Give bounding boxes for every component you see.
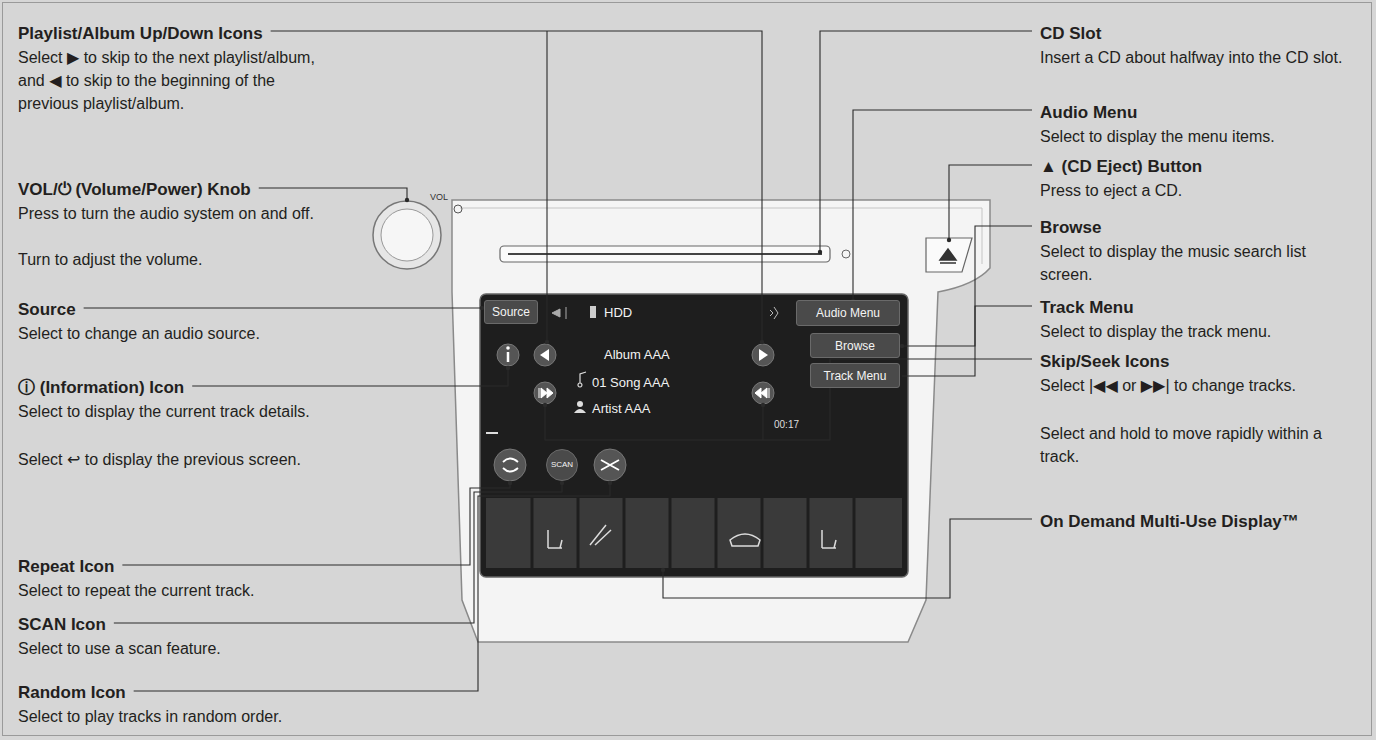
leader-line	[820, 31, 1032, 252]
callout-heading: Source	[18, 298, 76, 321]
leader-line	[271, 31, 762, 342]
callout-text: Select to display the music search list …	[1040, 240, 1355, 286]
indicator	[842, 250, 850, 258]
button-label: Track Menu	[824, 369, 887, 383]
button-label: SCAN	[551, 458, 573, 472]
callout-text: Press to turn the audio system on and of…	[18, 202, 318, 225]
callout-text: Select to use a scan feature.	[18, 637, 338, 660]
callout-heading: Audio Menu	[1040, 101, 1137, 124]
callout-heading: Skip/Seek Icons	[1040, 350, 1169, 373]
button-label: Source	[492, 305, 530, 319]
leader-dot	[608, 481, 612, 485]
leader-line	[122, 483, 510, 565]
callout-heading: Track Menu	[1040, 296, 1134, 319]
callout-heading: Playlist/Album Up/Down Icons	[18, 22, 263, 45]
leader-line	[762, 405, 763, 440]
callout-text: Select to repeat the current track.	[18, 579, 338, 602]
button-label: Browse	[835, 339, 875, 353]
screen-button: Source	[484, 300, 538, 324]
leader-dot	[761, 403, 765, 407]
volume-knob	[373, 201, 441, 269]
cd-slot-opening	[508, 253, 822, 255]
screen-button: Track Menu	[810, 363, 900, 388]
callout-text: Select and hold to move rapidly within a…	[1040, 422, 1355, 468]
leader-dot	[661, 568, 665, 572]
bezel	[452, 200, 990, 642]
leader-line	[853, 110, 1032, 301]
bar-dividers	[532, 498, 854, 568]
power-glyph	[454, 205, 462, 213]
leader-dot	[405, 198, 409, 202]
leader-line	[949, 165, 1032, 240]
leader-dot	[560, 481, 564, 485]
leader-dot	[508, 481, 512, 485]
leader-line	[902, 226, 1032, 346]
callout-heading: CD Slot	[1040, 22, 1101, 45]
screen-text: HDD	[604, 305, 632, 321]
screen-button: Audio Menu	[796, 300, 900, 326]
callout-heading: Random Icon	[18, 681, 126, 704]
callout-text: Insert a CD about halfway into the CD sl…	[1040, 46, 1355, 69]
leader-line	[259, 188, 407, 200]
cd-slot	[500, 246, 830, 262]
screen-button: Browse	[810, 333, 900, 358]
leader-line	[192, 368, 508, 386]
callout-text: Select to play tracks in random order.	[18, 705, 348, 728]
leader-dot	[818, 250, 822, 254]
leader-dot	[506, 366, 510, 370]
callout-heading: Repeat Icon	[18, 555, 114, 578]
callout-text: Select ↩ to display the previous screen.	[18, 448, 318, 471]
screen-text: 01 Song AAA	[592, 375, 669, 391]
callout-heading: ▲ (CD Eject) Button	[1040, 155, 1202, 178]
leader-dot	[760, 340, 764, 344]
volume-knob-cap	[381, 209, 433, 261]
callout-text: Select |◀◀ or ▶▶| to change tracks.	[1040, 374, 1355, 397]
callout-text: Select to display the current track deta…	[18, 400, 318, 423]
leader-line	[546, 31, 547, 342]
callout-text: Select to display the menu items.	[1040, 125, 1360, 148]
leader-dot	[543, 403, 547, 407]
leader-dot	[947, 238, 951, 242]
callout-heading: SCAN Icon	[18, 613, 106, 636]
callout-heading: Browse	[1040, 216, 1101, 239]
eject-glyph	[940, 249, 956, 263]
leader-line	[902, 306, 1032, 376]
button-label: Audio Menu	[816, 306, 880, 320]
hdd-glyph	[590, 306, 596, 318]
callout-heading: VOL/⏻ (Volume/Power) Knob	[18, 178, 251, 201]
leader-dot	[900, 344, 904, 348]
leader-line	[114, 483, 562, 623]
screen-text: Artist AAA	[592, 401, 651, 417]
screen-text: VOL	[430, 192, 448, 203]
touch-screen	[480, 294, 908, 577]
speaker-glyph	[552, 307, 566, 319]
leader-line	[545, 359, 1032, 440]
round-icons	[486, 344, 774, 481]
callout-text: Select to change an audio source.	[18, 322, 318, 345]
leader-line	[663, 519, 1032, 598]
bar-icons	[548, 525, 836, 548]
volume-glyph	[770, 307, 778, 319]
screen-text: 00:17	[774, 419, 799, 431]
bezel-edge	[460, 208, 982, 264]
callout-text: Select to display the track menu.	[1040, 320, 1360, 343]
screen-text: Album AAA	[604, 347, 670, 363]
callout-heading: ⓘ (Information) Icon	[18, 376, 184, 399]
leader-dot	[545, 340, 549, 344]
scan-icon: SCAN	[546, 449, 578, 481]
callout-text: Press to eject a CD.	[1040, 179, 1360, 202]
leader-line	[84, 307, 482, 308]
callout-text: Turn to adjust the volume.	[18, 248, 318, 271]
eject-button	[926, 238, 972, 272]
callout-heading: On Demand Multi-Use Display™	[1040, 510, 1299, 533]
multi-use-display-bar	[486, 498, 902, 568]
callout-text: Select ▶ to skip to the next playlist/al…	[18, 46, 318, 115]
